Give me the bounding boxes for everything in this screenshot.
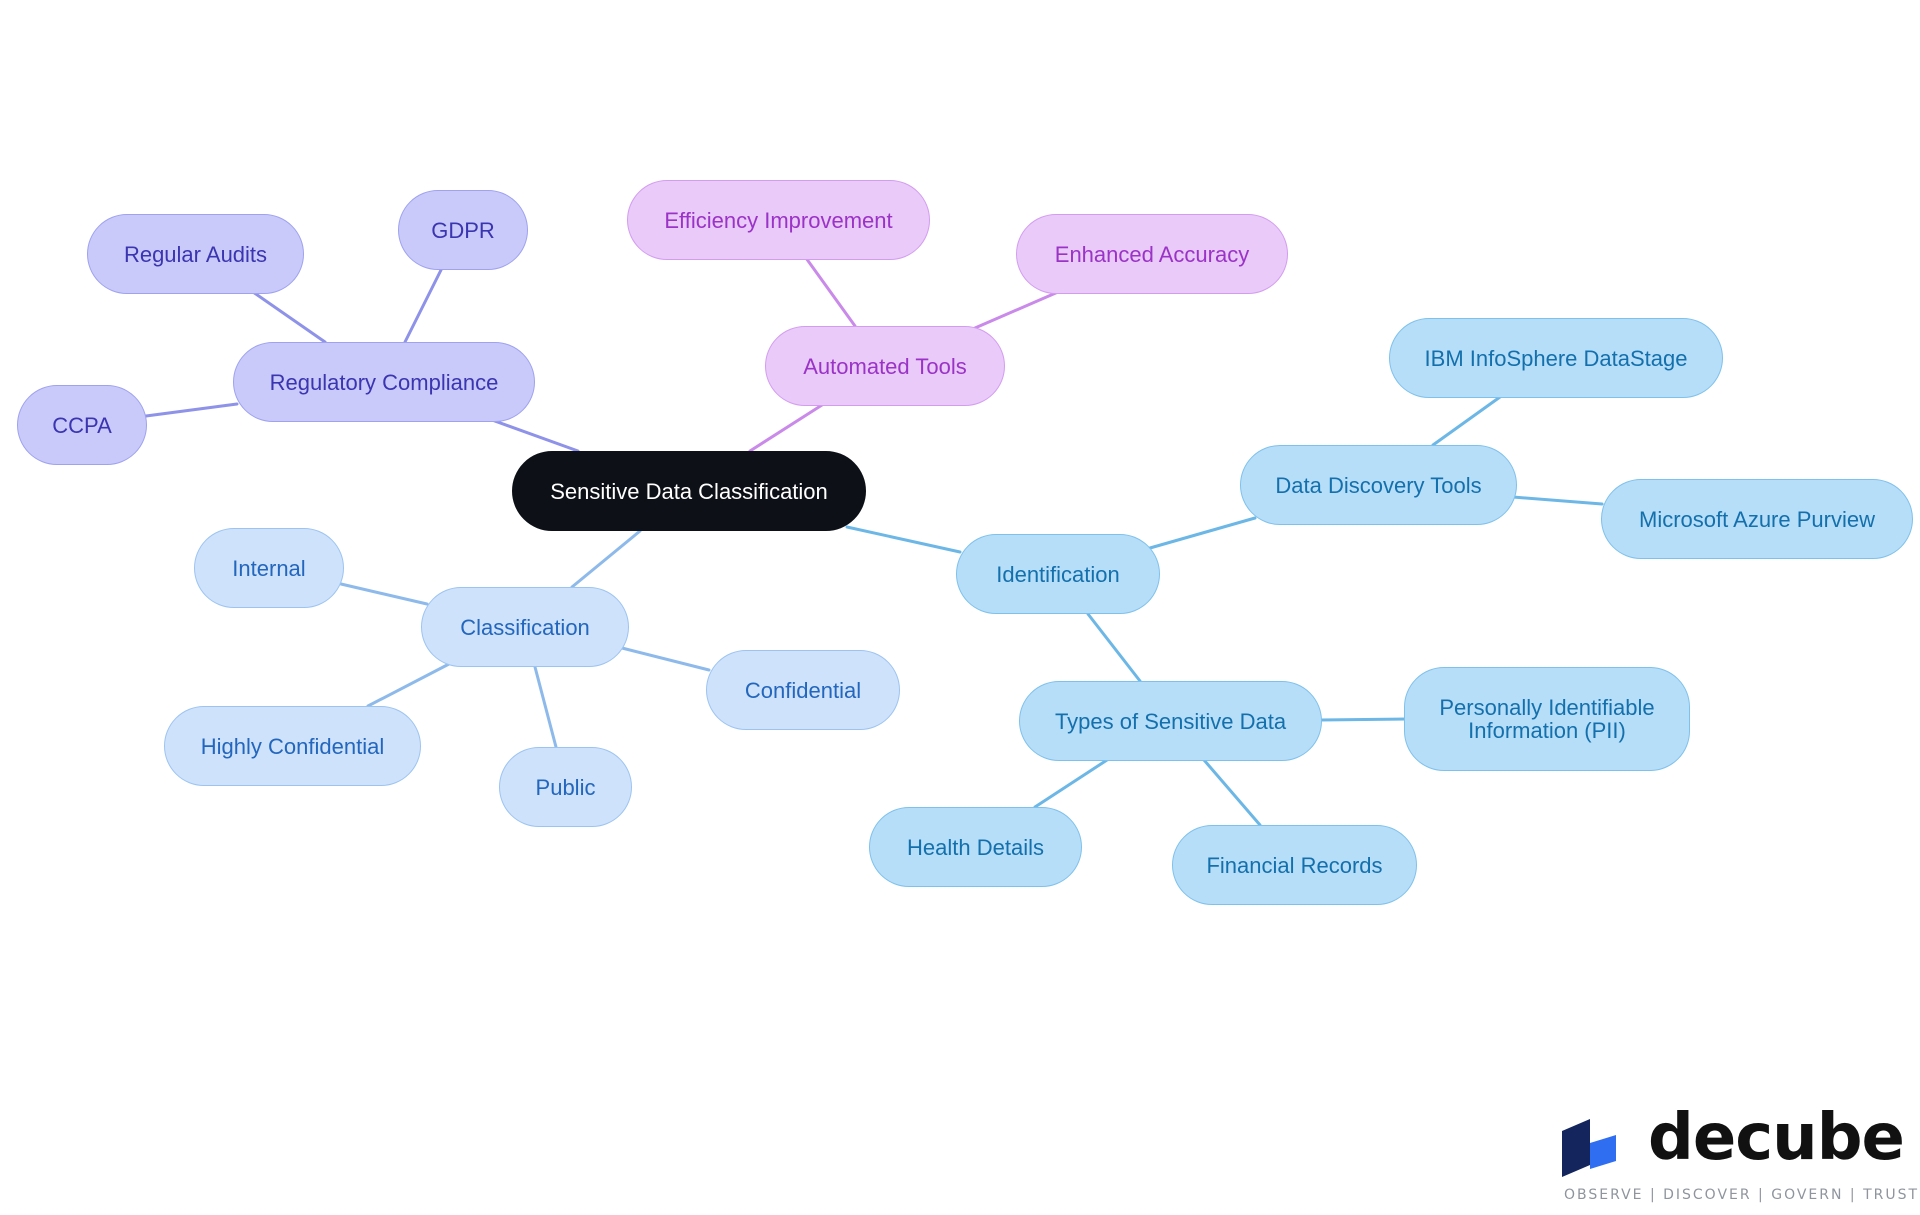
- edge-class-public: [533, 665, 558, 749]
- leaf-node-pii: Personally Identifiable Information (PII…: [1404, 667, 1690, 771]
- root-node-sensitive-data-classification: Sensitive Data Classification: [512, 451, 866, 531]
- edge-reg-audits: [251, 290, 327, 344]
- edge-root-identification: [845, 525, 962, 554]
- edge-class-highly: [366, 662, 451, 708]
- edge-auto-acc: [973, 290, 1060, 330]
- leaf-node-ccpa: CCPA: [17, 385, 147, 465]
- edge-class-conf: [620, 646, 711, 672]
- leaf-node-financial-records: Financial Records: [1172, 825, 1417, 905]
- leaf-node-highly-confidential: Highly Confidential: [164, 706, 421, 786]
- leaf-node-health-details: Health Details: [869, 807, 1082, 887]
- edge-reg-gdpr: [403, 266, 444, 344]
- edge-root-classification: [570, 529, 642, 589]
- decube-wordmark: decube: [1648, 1101, 1905, 1175]
- edge-types-fin: [1202, 758, 1262, 827]
- sub-branch-node-types-of-sensitive-data: Types of Sensitive Data: [1019, 681, 1322, 761]
- sub-branch-node-data-discovery-tools: Data Discovery Tools: [1240, 445, 1517, 525]
- leaf-node-gdpr: GDPR: [398, 190, 528, 270]
- edge-auto-eff: [804, 256, 857, 328]
- leaf-node-confidential: Confidential: [706, 650, 900, 730]
- branch-node-regulatory-compliance: Regulatory Compliance: [233, 342, 535, 422]
- branch-node-classification: Classification: [421, 587, 629, 667]
- leaf-node-public: Public: [499, 747, 632, 827]
- edge-types-pii: [1318, 717, 1408, 722]
- edge-root-automated: [748, 403, 824, 453]
- decube-logo: decube OBSERVE | DISCOVER | GOVERN | TRU…: [1560, 1101, 1917, 1205]
- leaf-node-enhanced-accuracy: Enhanced Accuracy: [1016, 214, 1288, 294]
- edge-disc-azure: [1511, 495, 1604, 506]
- decube-logo-icon: [1562, 1119, 1616, 1177]
- branch-node-identification: Identification: [956, 534, 1160, 614]
- leaf-node-regular-audits: Regular Audits: [87, 214, 304, 294]
- edge-reg-ccpa: [144, 402, 239, 418]
- edge-ident-types: [1086, 612, 1142, 683]
- leaf-node-efficiency-improvement: Efficiency Improvement: [627, 180, 930, 260]
- leaf-node-microsoft-azure-purview: Microsoft Azure Purview: [1601, 479, 1913, 559]
- leaf-node-internal: Internal: [194, 528, 344, 608]
- leaf-node-ibm-infosphere-datastage: IBM InfoSphere DataStage: [1389, 318, 1723, 398]
- edge-root-regulatory: [490, 418, 580, 453]
- edge-disc-ibm: [1431, 395, 1502, 447]
- edge-class-internal: [339, 582, 429, 606]
- edge-types-health: [1033, 758, 1109, 809]
- edge-ident-discovery: [1148, 516, 1257, 550]
- branch-node-automated-tools: Automated Tools: [765, 326, 1005, 406]
- decube-tagline: OBSERVE | DISCOVER | GOVERN | TRUST: [1564, 1187, 1920, 1203]
